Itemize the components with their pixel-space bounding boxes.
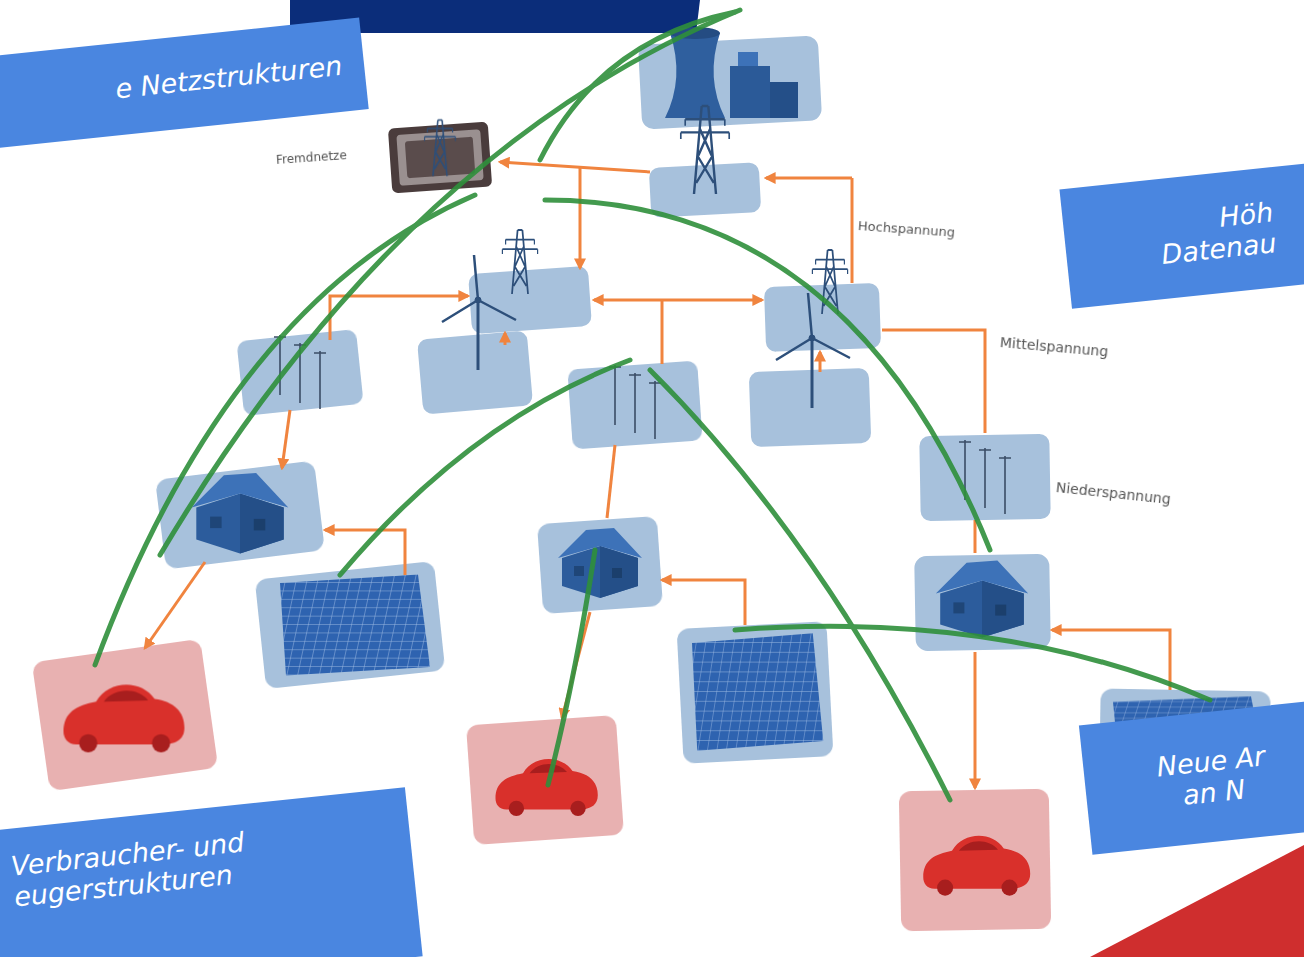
flow-arrow [282, 410, 290, 468]
poles-icon [959, 440, 1011, 514]
callout-box: Neue Ar an N [1079, 699, 1304, 854]
poles-icon [274, 335, 326, 409]
house-icon [936, 561, 1028, 638]
car-icon [64, 685, 185, 753]
external-grid-platform [388, 122, 492, 194]
flow-arrow [662, 580, 745, 625]
flow-arrow [500, 162, 650, 172]
corner-triangle [1090, 845, 1304, 957]
pylon-icon [502, 230, 537, 294]
data-curve [735, 626, 1210, 700]
voltage-level-label: Hochspannung [857, 218, 955, 240]
platform [764, 283, 881, 352]
flow-arrow [607, 445, 615, 518]
platform [417, 330, 533, 414]
flow-arrow [974, 520, 977, 553]
callout-box: e Netzstrukturen [0, 18, 369, 151]
data-links [95, 10, 1210, 800]
platform [466, 715, 624, 845]
flow-arrow [819, 352, 822, 372]
platform [638, 35, 822, 129]
flow-arrow [1052, 630, 1170, 690]
callout-text: Verbraucher- und eugerstrukturen [9, 816, 344, 912]
platform [537, 516, 663, 614]
callout-box: Verbraucher- und eugerstrukturen [0, 787, 423, 957]
flow-arrow [594, 299, 762, 302]
poles-icon [609, 365, 661, 439]
house-icon [558, 528, 642, 598]
data-curve [650, 370, 950, 800]
label-anchor: Mittelspannung [999, 333, 1109, 360]
car-icon [496, 759, 598, 816]
power-flow-arrows [145, 162, 1170, 788]
label-anchor: Niederspannung [1055, 478, 1172, 508]
data-curve [545, 200, 990, 550]
platform [567, 361, 702, 450]
car-icon [923, 836, 1030, 896]
data-curve [548, 550, 595, 785]
callout-box: Höh Datenau [1059, 161, 1304, 309]
voltage-level-label: Niederspannung [1055, 479, 1171, 507]
platform [899, 789, 1051, 932]
platform [155, 461, 325, 570]
platform [919, 434, 1050, 521]
power-plant [665, 27, 798, 118]
label-anchor: Hochspannung [857, 216, 955, 241]
platform [236, 329, 363, 416]
data-curve [540, 12, 735, 160]
data-curve [340, 360, 630, 575]
solar-panel-icon [280, 575, 430, 676]
platform [677, 621, 834, 764]
voltage-level-label: Mittelspannung [999, 334, 1109, 359]
platform [749, 368, 872, 447]
callout-text: e Netzstrukturen [114, 50, 344, 105]
flow-arrow [766, 177, 852, 180]
platform [914, 554, 1051, 651]
pylon-icon [812, 250, 847, 314]
flow-arrow [325, 530, 405, 575]
wind-turbine-icon [776, 293, 850, 408]
flow-arrow [330, 296, 468, 340]
flow-arrow [974, 652, 977, 788]
callout-text: Höh Datenau [1122, 196, 1278, 273]
pylon-icon [681, 106, 729, 194]
platform [649, 162, 761, 218]
flow-arrow [882, 330, 985, 433]
wind-turbine-icon [442, 255, 516, 370]
flow-arrow [145, 562, 205, 648]
network-label: Fremdnetze [276, 148, 348, 167]
platform [32, 639, 218, 791]
platform [255, 561, 446, 689]
pylon-icon [425, 120, 456, 176]
house-icon [192, 473, 289, 554]
data-curve [95, 195, 475, 665]
flow-arrow [851, 178, 854, 283]
platforms [155, 35, 1271, 771]
flow-arrow [661, 300, 664, 364]
label-anchor: Fremdnetze [275, 145, 347, 168]
solar-panel-icon [692, 633, 823, 751]
callout-text: Neue Ar an N [1142, 739, 1283, 815]
platform [468, 266, 592, 334]
flow-arrow [562, 612, 590, 718]
flow-arrow [504, 333, 507, 345]
flow-arrow [579, 166, 582, 268]
